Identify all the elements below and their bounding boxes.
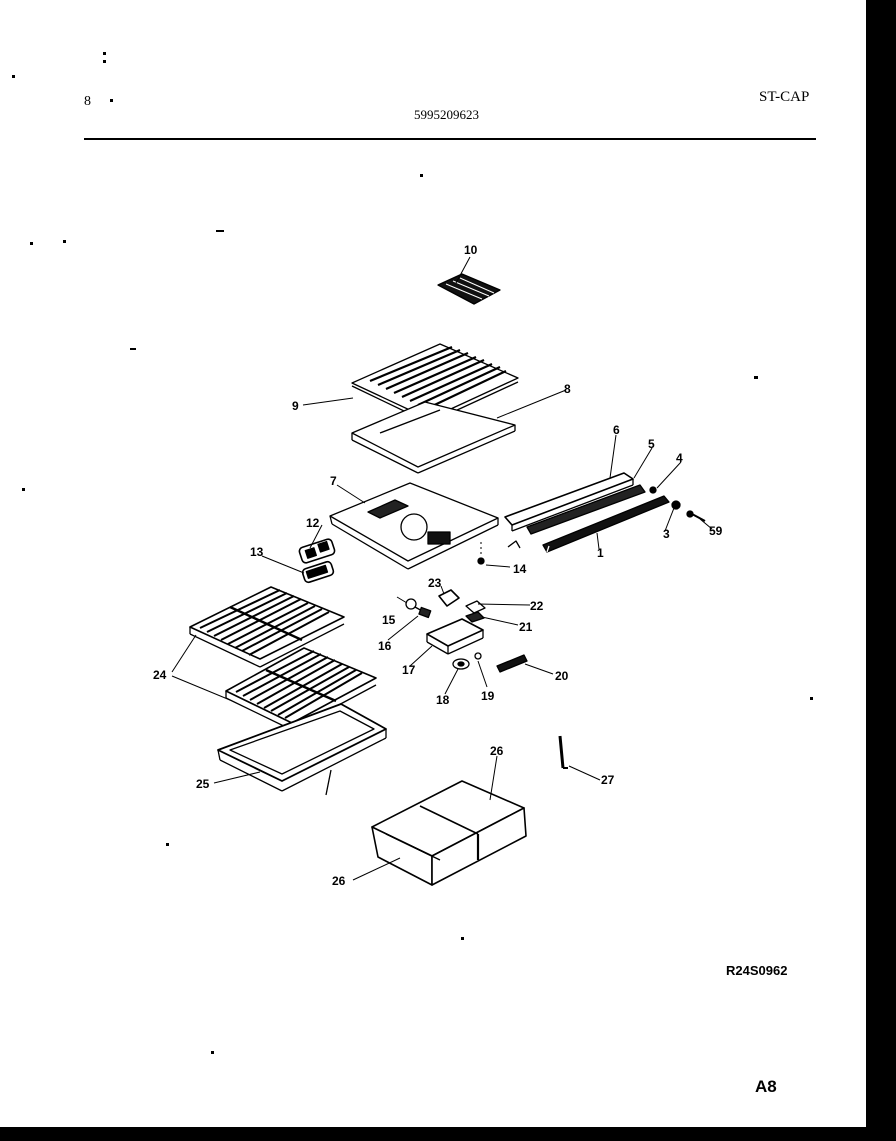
scan-border-right (866, 0, 896, 1141)
part-59-screw (686, 510, 706, 522)
part-9-shelf-grille (351, 343, 519, 424)
callout-6: 6 (613, 423, 620, 437)
scan-speck (103, 60, 106, 63)
part-24-glass-shelf-upper (189, 586, 345, 668)
callout-26-top: 26 (490, 744, 504, 758)
callout-25: 25 (196, 777, 210, 791)
callout-27: 27 (601, 773, 615, 787)
part-26-crisper-drawer (371, 780, 527, 886)
callout-3: 3 (663, 527, 670, 541)
part-21-housing-cap (465, 611, 485, 623)
scan-speck (110, 99, 113, 102)
part-8-plate (351, 401, 516, 474)
header-left-number: 8 (84, 94, 91, 109)
leader-lines (171, 256, 713, 881)
callout-19: 19 (481, 689, 495, 703)
callout-26-bottom: 26 (332, 874, 346, 888)
scan-speck (211, 1051, 214, 1054)
part-1-rail (542, 495, 670, 553)
callout-12: 12 (306, 516, 320, 530)
scan-speck (63, 240, 66, 243)
drawing-reference: R24S0962 (726, 963, 788, 978)
exploded-view-artwork (171, 256, 713, 886)
part-7-tray (329, 482, 499, 570)
scan-speck (12, 75, 15, 78)
callout-9: 9 (292, 399, 299, 413)
part-23-knob (438, 589, 460, 607)
part-22-switch (465, 600, 486, 614)
part-10-grille (437, 273, 501, 305)
callout-7: 7 (330, 474, 337, 488)
scan-speck (461, 937, 464, 940)
part-19-grommet (474, 652, 482, 660)
part-15-bulb (405, 598, 425, 613)
part-14-bumper (477, 557, 485, 565)
part-3-nut (671, 500, 681, 510)
scan-speck (754, 376, 758, 379)
parts-diagram-page: 8 5995209623 ST-CAP (0, 0, 866, 1127)
callout-24: 24 (153, 668, 167, 682)
scan-speck (103, 52, 106, 55)
scan-speck (130, 348, 136, 350)
callout-23: 23 (428, 576, 442, 590)
part-13-clip (301, 560, 335, 584)
scan-speck (810, 697, 813, 700)
callout-13: 13 (250, 545, 264, 559)
scan-speck (22, 488, 25, 491)
page-code: A8 (755, 1077, 777, 1096)
scan-speck (216, 230, 224, 232)
header-part-number: 5995209623 (414, 107, 479, 122)
part-25-crisper-cover (217, 703, 387, 796)
part-16-socket (418, 606, 432, 619)
callout-8: 8 (564, 382, 571, 396)
callout-20: 20 (555, 669, 569, 683)
callout-10: 10 (464, 243, 478, 257)
callout-15: 15 (382, 613, 396, 627)
header-rule (84, 138, 816, 140)
callout-14: 14 (513, 562, 527, 576)
part-6-channel (504, 472, 634, 532)
part-4-clip (649, 486, 657, 494)
scan-speck (30, 242, 33, 245)
part-20-bar (496, 654, 528, 673)
callout-18: 18 (436, 693, 450, 707)
callout-16: 16 (378, 639, 392, 653)
part-12-clip (298, 538, 336, 564)
scan-border-bottom (0, 1127, 896, 1141)
part-17-control-housing (426, 618, 484, 655)
callout-59: 59 (709, 524, 723, 538)
callout-4: 4 (676, 451, 683, 465)
callout-17: 17 (402, 663, 416, 677)
part-18-lens (452, 658, 470, 670)
callout-21: 21 (519, 620, 533, 634)
part-27-tube (558, 735, 568, 769)
callout-1: 1 (597, 546, 604, 560)
callout-22: 22 (530, 599, 544, 613)
scan-speck (420, 174, 423, 177)
scan-speck (166, 843, 169, 846)
callout-5: 5 (648, 437, 655, 451)
header-model-code: ST-CAP (759, 89, 810, 105)
part-5-strip (507, 484, 646, 549)
